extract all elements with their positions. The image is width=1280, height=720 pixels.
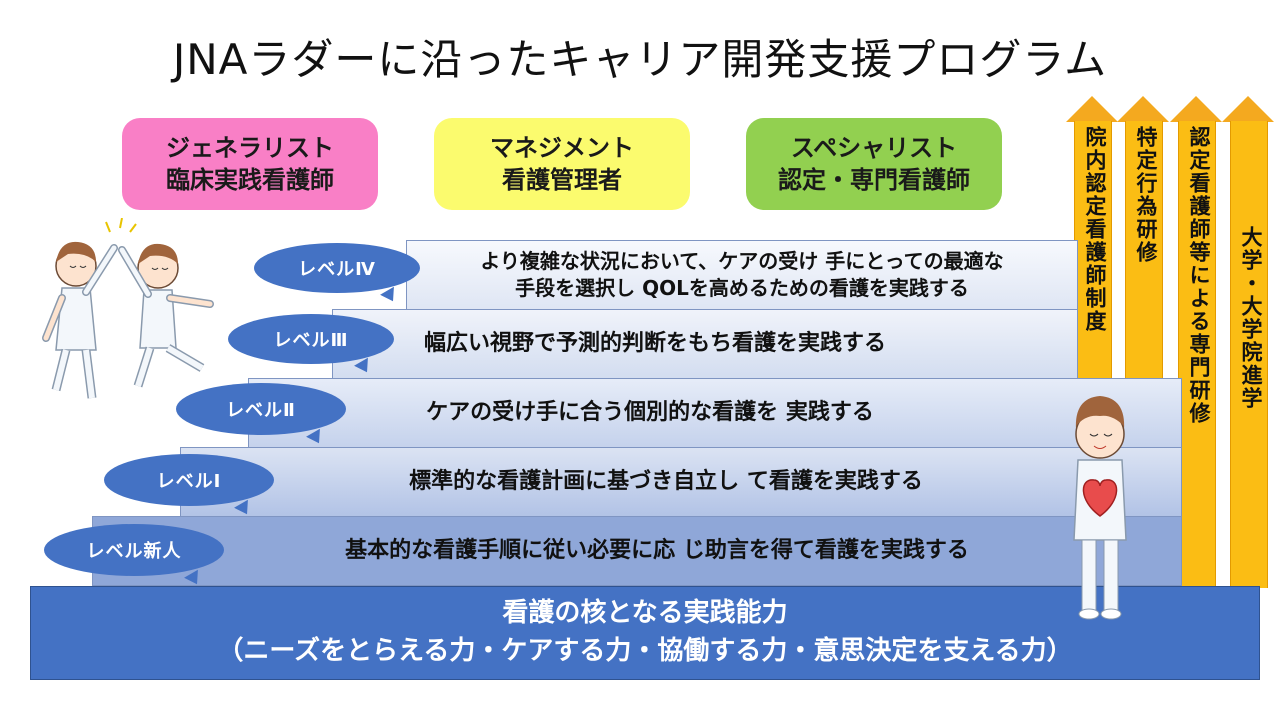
arrow-shaft [1178, 121, 1216, 588]
arrow-shaft [1230, 121, 1268, 588]
arrow-label: 特定行為研修 [1134, 126, 1158, 264]
arrow-shaft [1074, 121, 1112, 378]
level-badge-2: レベルⅡ [176, 383, 346, 435]
role-generalist: ジェネラリスト 臨床実践看護師 [122, 118, 378, 210]
nurses-high-five-illustration [26, 218, 222, 410]
role-generalist-line2: 臨床実践看護師 [166, 166, 334, 194]
step-desc: ケアの受け手に合う個別的な看護を 実践する [426, 400, 874, 426]
step-level-3: 幅広い視野で予測的判断をもち看護を実践する [332, 309, 1078, 379]
step-level-2: ケアの受け手に合う個別的な看護を 実践する [248, 378, 1182, 448]
arrow-head [1066, 96, 1118, 122]
role-management-line1: マネジメント [490, 133, 634, 162]
nurse-with-heart-illustration [1060, 390, 1140, 624]
page-title: JNAラダーに沿ったキャリア開発支援プログラム [172, 35, 1108, 84]
arrow-specified-acts-training: 特定行為研修 [1117, 96, 1169, 378]
arrow-shaft [1125, 121, 1163, 378]
step-desc: 幅広い視野で予測的判断をもち看護を実践する [423, 331, 886, 357]
role-specialist-line2: 認定・専門看護師 [778, 166, 970, 194]
step-desc-line2: 手段を選択し QOLを高めるための看護を実践する [515, 276, 969, 300]
level-badge-new: レベル新人 [44, 524, 224, 576]
arrow-label: 大学・大学院進学 [1239, 226, 1263, 410]
arrow-label: 認定看護師等による専門研修 [1187, 126, 1211, 425]
level-badge-1: レベルⅠ [104, 454, 274, 506]
base-line2: （ニーズをとらえる力・ケアする力・協働する力・意思決定を支える力） [217, 636, 1073, 666]
base-line1: 看護の核となる実践能力 [502, 598, 788, 629]
arrow-specialist-training: 認定看護師等による専門研修 [1170, 96, 1222, 588]
step-desc: 基本的な看護手順に従い必要に応 じ助言を得て看護を実践する [345, 538, 969, 564]
role-management: マネジメント 看護管理者 [434, 118, 690, 210]
step-level-4: より複雑な状況において、ケアの受け 手にとっての最適な 手段を選択し QOLを高… [406, 240, 1078, 310]
role-specialist: スペシャリスト 認定・専門看護師 [746, 118, 1002, 210]
arrow-university: 大学・大学院進学 [1222, 96, 1274, 588]
level-badge-3: レベルⅢ [228, 314, 394, 364]
core-competency-base: 看護の核となる実践能力 （ニーズをとらえる力・ケアする力・協働する力・意思決定を… [30, 586, 1260, 680]
level-badge-4: レベルⅣ [254, 243, 420, 293]
arrow-head [1117, 96, 1169, 122]
step-level-new: 基本的な看護手順に従い必要に応 じ助言を得て看護を実践する [92, 516, 1182, 586]
role-specialist-line1: スペシャリスト [790, 133, 958, 162]
role-management-line2: 看護管理者 [502, 166, 622, 194]
arrow-in-house-certification: 院内認定看護師制度 [1066, 96, 1118, 378]
role-generalist-line1: ジェネラリスト [166, 133, 334, 162]
arrow-head [1170, 96, 1222, 122]
arrow-head [1222, 96, 1274, 122]
step-level-1: 標準的な看護計画に基づき自立し て看護を実践する [180, 447, 1182, 517]
step-desc-line1: より複雑な状況において、ケアの受け 手にとっての最適な [480, 249, 1004, 273]
step-desc: 標準的な看護計画に基づき自立し て看護を実践する [409, 469, 923, 495]
arrow-label: 院内認定看護師制度 [1083, 126, 1107, 333]
